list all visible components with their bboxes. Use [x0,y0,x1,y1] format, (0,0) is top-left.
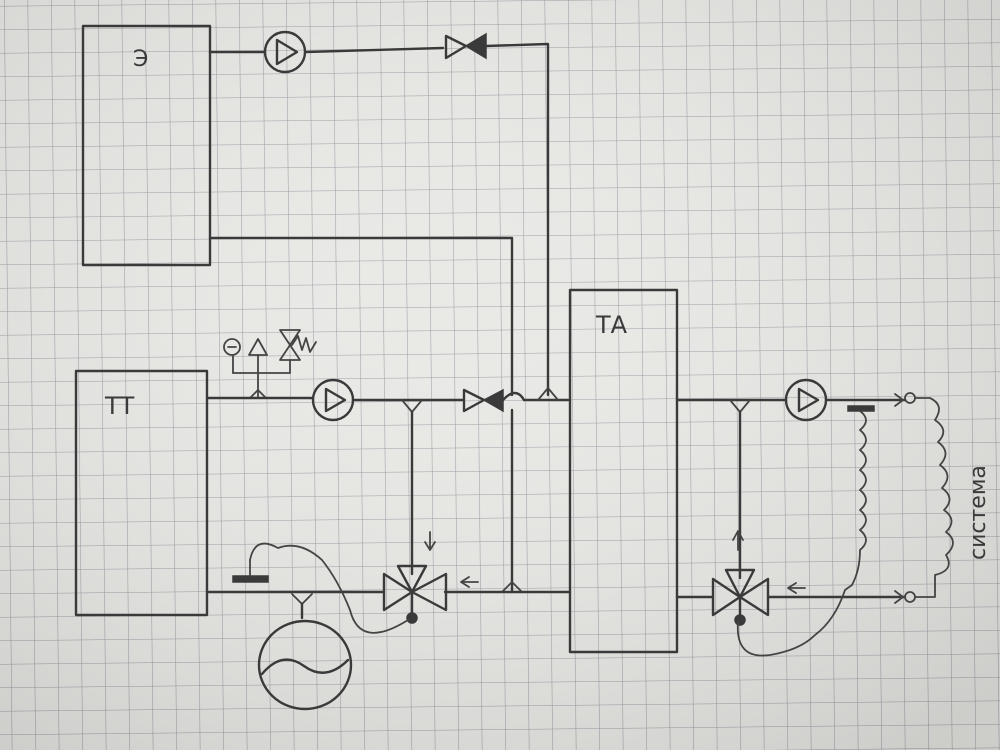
tt-return-line [205,542,572,634]
relief-valve-icon [279,329,317,361]
heating-system: система [914,397,991,598]
heating-circuit-return [675,568,916,657]
boiler-label: Э [133,47,148,72]
arrow-left-icon [787,582,806,594]
radiator-coil-icon [914,397,954,598]
arrow-left-icon [460,576,479,588]
expansion-tank-icon [257,619,353,711]
safety-group [223,329,317,399]
boiler-box [81,24,212,267]
pipe [303,46,445,54]
heating-circuit-supply [675,378,916,586]
sensor-cable [851,410,867,586]
boiler-return-pipe [208,236,514,397]
system-label: система [966,465,991,560]
thermostat-sensor-icon [847,405,875,412]
three-way-mixing-valve-icon [382,564,448,624]
arrow-up-icon [732,530,744,551]
arrow-down-icon [424,531,436,551]
tt-box [74,369,209,617]
ta-label: ТА [595,311,628,339]
expansion-tank [257,593,353,711]
tt-supply-line [205,378,572,422]
air-vent-icon [248,338,268,356]
heat-accumulator: ТА [568,288,679,654]
sensor-cable [249,542,409,634]
tt-label: ТТ [104,392,135,420]
pressure-gauge-icon [223,338,241,356]
solid-fuel-boiler: ТТ [74,369,209,617]
tee-icon [501,581,523,593]
thermostat-sensor-icon [232,575,269,583]
pipe-crossover [501,391,526,402]
tee-icon [249,389,267,399]
boiler-supply-line [208,30,550,397]
ta-box [568,288,679,654]
sensor-cable [736,584,853,657]
pipe [484,42,550,397]
tee-icon [537,387,559,401]
electric-boiler: Э [81,24,212,267]
arrow-right-icon [894,590,904,604]
arrow-right-icon [894,393,904,407]
